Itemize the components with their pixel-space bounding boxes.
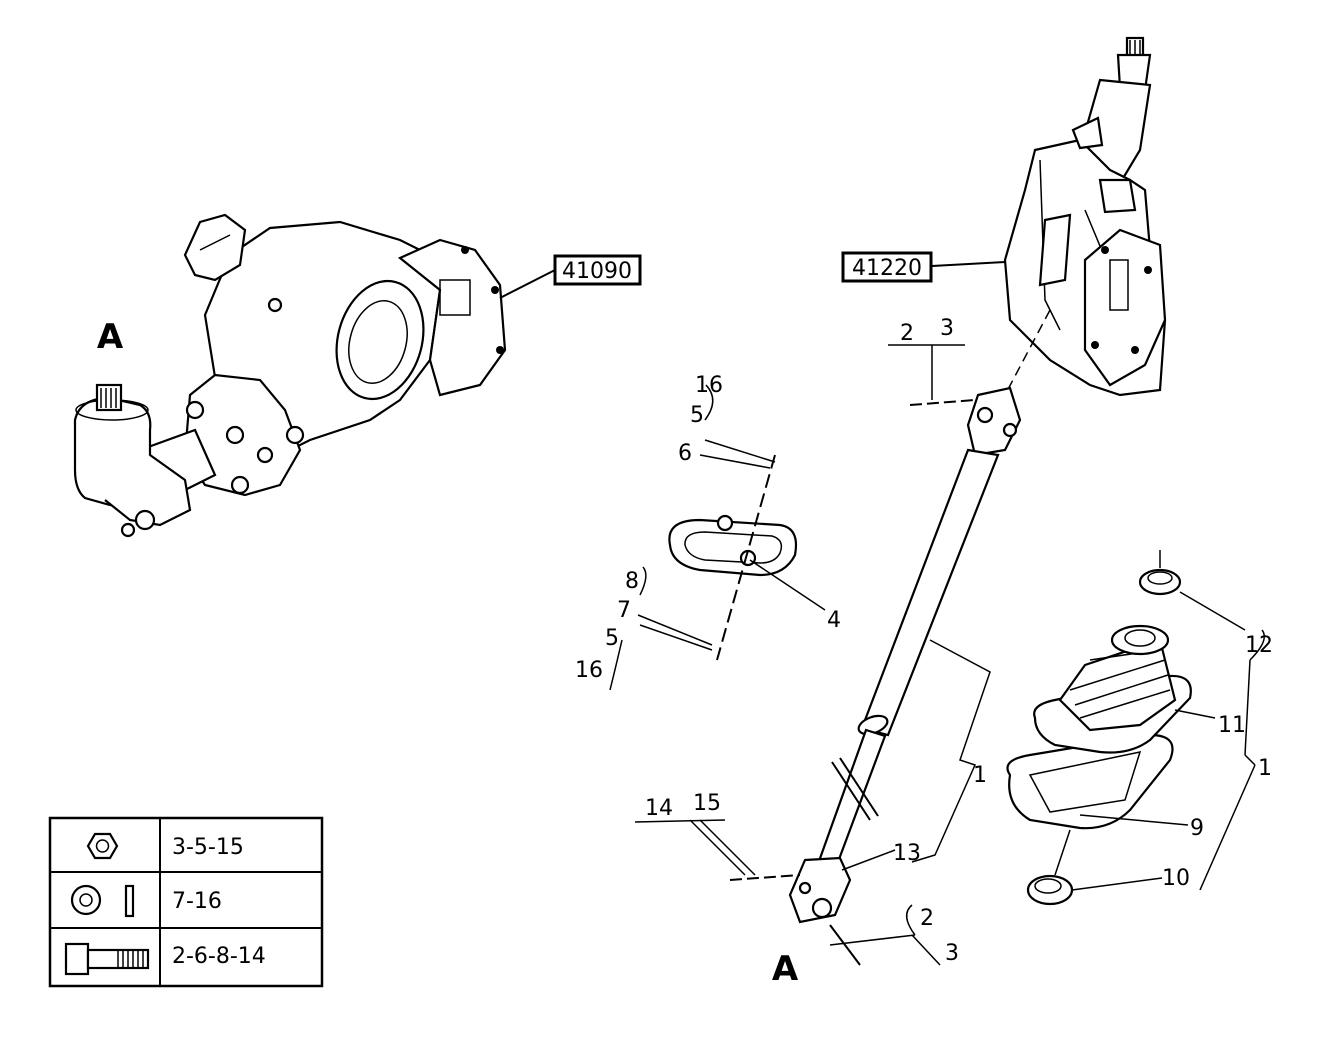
marker-a-top: A <box>97 317 124 357</box>
callout-1b: 1 <box>973 763 987 788</box>
callout-1a: 1 <box>1258 756 1272 781</box>
callouts: 16 5 6 4 8 7 5 16 2 3 12 11 1 1 9 10 13 … <box>575 316 1273 966</box>
legend-row-1-text: 3-5-15 <box>172 835 244 860</box>
callout-15: 15 <box>693 791 721 816</box>
callout-6: 6 <box>678 441 692 466</box>
callout-5b: 5 <box>605 626 619 651</box>
washer-icon <box>70 884 135 918</box>
callout-16a: 16 <box>695 373 723 398</box>
callout-9: 9 <box>1190 816 1204 841</box>
callout-14: 14 <box>645 796 673 821</box>
callout-3a: 3 <box>940 316 954 341</box>
callout-7: 7 <box>617 598 631 623</box>
callout-8: 8 <box>625 569 639 594</box>
flange-plate <box>668 514 798 577</box>
fastener-legend: 3-5-15 7-16 2-6-8-14 <box>48 816 324 988</box>
legend-row-2-text: 7-16 <box>172 889 222 914</box>
callout-2a: 2 <box>900 321 914 346</box>
leader-lines <box>609 344 1265 966</box>
nut-icon <box>86 832 119 860</box>
intermediate-shaft <box>788 386 1022 924</box>
legend-row-3-text: 2-6-8-14 <box>172 944 266 969</box>
callout-13: 13 <box>893 841 921 866</box>
callout-5a: 5 <box>690 403 704 428</box>
ref-label-41220: 41220 <box>852 256 922 281</box>
rubber-boot <box>1006 550 1192 906</box>
bolt-icon <box>64 942 150 976</box>
callout-2b: 2 <box>920 906 934 931</box>
ref-41220: 41220 <box>841 251 1006 283</box>
callout-10: 10 <box>1162 866 1190 891</box>
ref-41090: 41090 <box>499 254 642 299</box>
marker-a-bottom: A <box>772 949 799 989</box>
callout-16b: 16 <box>575 658 603 683</box>
steering-column-assembly <box>1003 36 1167 397</box>
callout-12: 12 <box>1245 633 1273 658</box>
callout-4: 4 <box>827 608 841 633</box>
callout-3b: 3 <box>945 941 959 966</box>
callout-11: 11 <box>1218 713 1246 738</box>
ref-label-41090: 41090 <box>562 259 632 284</box>
steering-gearbox <box>73 213 507 538</box>
